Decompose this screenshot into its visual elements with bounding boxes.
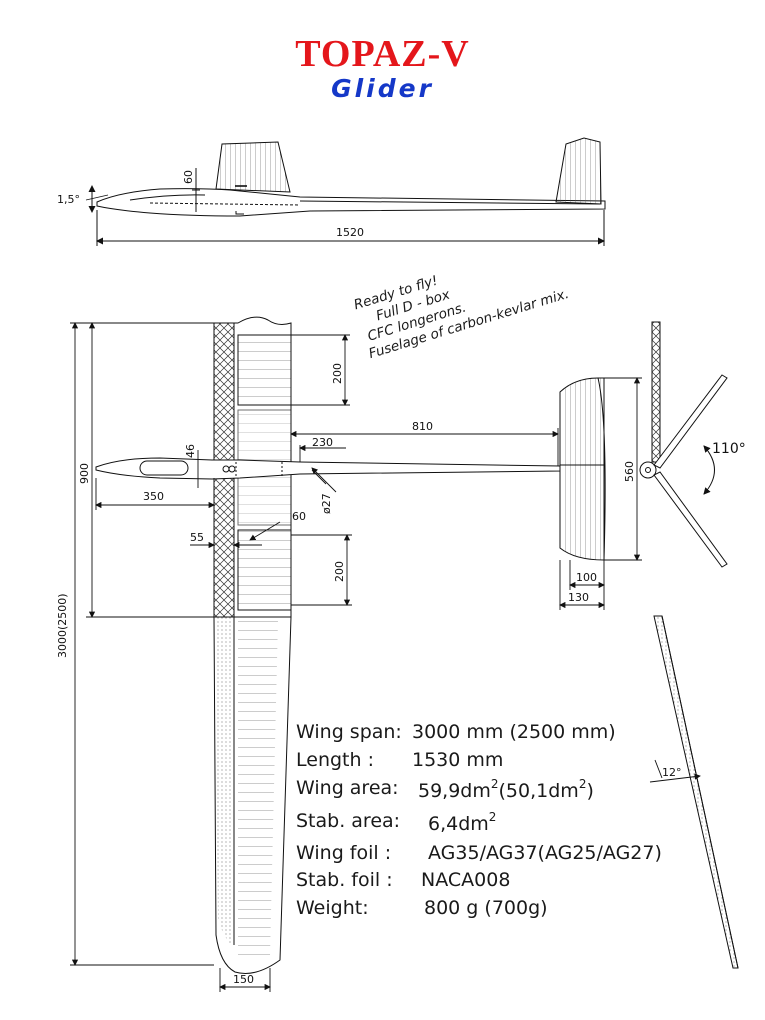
dim-tip-chord: 150: [233, 973, 254, 986]
spec-value: NACA008: [421, 869, 511, 891]
side-view: [85, 137, 606, 246]
spec-value: 3000 mm (2500 mm): [412, 721, 616, 743]
dim-v-angle: 110°: [712, 441, 746, 457]
spec-value-part: 59,9dm: [418, 780, 491, 802]
spec-value-part: ): [586, 780, 594, 802]
wing-top-view: [213, 316, 292, 974]
spec-label: Wing foil :: [296, 842, 392, 864]
spec-value: 59,9dm2(50,1dm2): [418, 777, 594, 802]
spec-label: Stab. area:: [296, 810, 401, 832]
dim-dihedral: 12°: [662, 766, 682, 779]
spec-superscript: 2: [490, 777, 499, 791]
dim-wing-te: 55: [190, 531, 204, 544]
spec-value-part: 6,4dm: [428, 813, 489, 835]
dim-wing-offset: 60: [292, 510, 306, 523]
dim-span: 3000(2500): [56, 593, 69, 658]
stabilizer-top-view: [559, 377, 606, 561]
spec-label: Stab. foil :: [296, 869, 393, 891]
spec-superscript: 2: [578, 777, 587, 791]
dim-tail-arm: 810: [412, 420, 433, 433]
dim-boom-dia: ø27: [320, 493, 333, 514]
dim-stab-root: 130: [568, 591, 589, 604]
dim-stab-span: 560: [623, 461, 636, 482]
fuselage-top-view: [95, 457, 561, 480]
dimension-lines: [70, 322, 701, 992]
drawing-subtitle: Glider: [331, 74, 434, 103]
dim-half-panel: 900: [78, 463, 91, 484]
spec-value: 800 g (700g): [424, 897, 548, 919]
spec-value-part: (50,1dm: [498, 780, 579, 802]
spec-label: Wing span:: [296, 721, 402, 743]
dim-stab-tip: 100: [576, 571, 597, 584]
spec-value: 1530 mm: [412, 749, 504, 771]
spec-label: Wing area:: [296, 777, 399, 799]
spec-label: Length :: [296, 749, 374, 771]
spec-value: AG35/AG37(AG25/AG27): [428, 842, 662, 864]
front-view: [639, 321, 739, 969]
dim-panel-bottom: 200: [333, 561, 346, 582]
dim-panel-top: 200: [331, 363, 344, 384]
dim-fus-width: 46: [184, 444, 197, 458]
dim-side-angle: 1,5°: [57, 193, 80, 206]
drawing-title: TOPAZ-V: [295, 33, 470, 75]
spec-value: 6,4dm2: [428, 810, 496, 835]
dim-fin-height: 60: [182, 170, 195, 184]
spec-label: Weight:: [296, 897, 369, 919]
dim-length: 1520: [336, 226, 364, 239]
spec-superscript: 2: [488, 810, 497, 824]
dim-boom-start: 230: [312, 436, 333, 449]
dim-nose: 350: [143, 490, 164, 503]
